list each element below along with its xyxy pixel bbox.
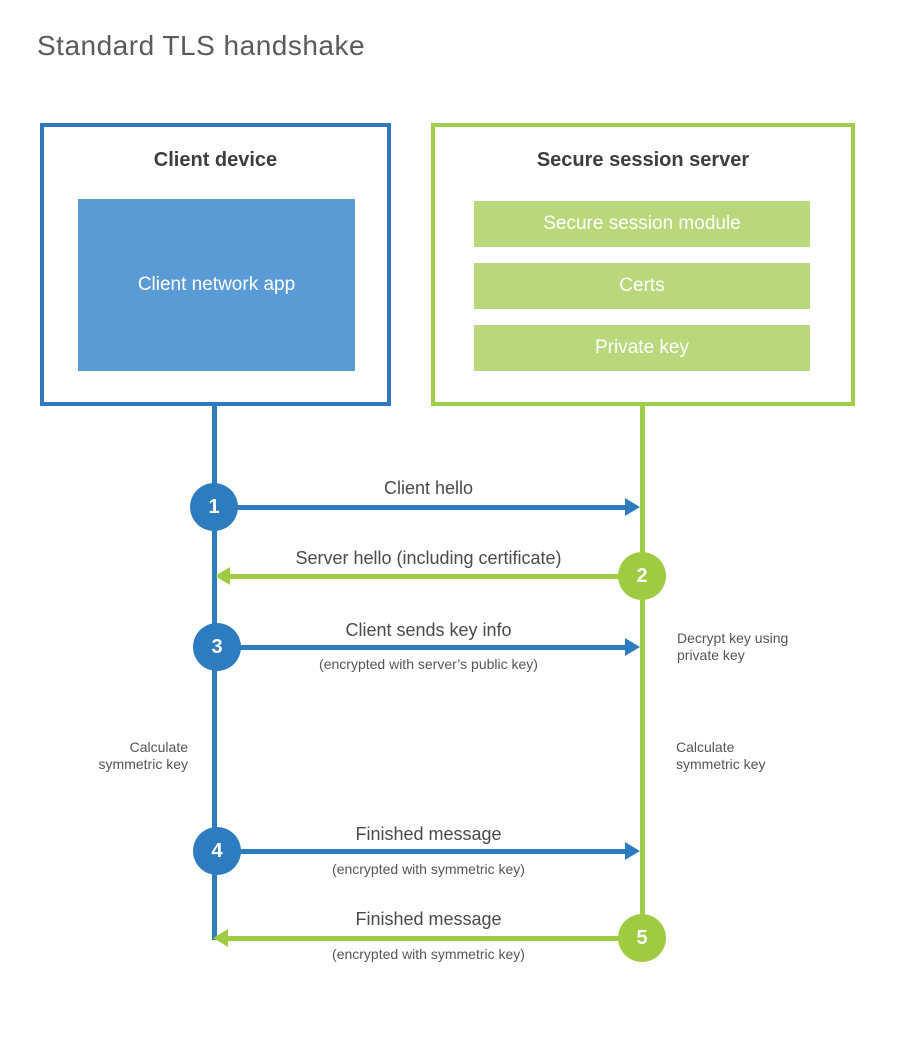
step-3-badge: 3 (193, 623, 241, 671)
secure-session-module-bar: Secure session module (474, 201, 810, 247)
calculate-symmetric-key-note-client: Calculate symmetric key (98, 739, 188, 772)
step-5-arrowhead-left-icon (213, 929, 228, 947)
step-4-label: Finished message (355, 824, 502, 844)
step-1-number: 1 (208, 495, 220, 518)
step-4-sublabel: (encrypted with symmetric key) (332, 861, 525, 877)
page-title: Standard TLS handshake (37, 30, 366, 61)
decrypt-key-note: Decrypt key using private key (677, 630, 789, 663)
client-network-app-label: Client network app (137, 273, 296, 295)
client-device-title: Client device (153, 149, 278, 171)
step-4-arrow-shaft (217, 849, 626, 854)
certs-bar: Certs (474, 263, 810, 309)
step-4-badge: 4 (193, 827, 241, 875)
step-1-badge: 1 (190, 483, 238, 531)
step-5-badge: 5 (618, 914, 666, 962)
private-key-bar: Private key (474, 325, 810, 371)
step-1-arrow-shaft (215, 505, 626, 510)
step-5-arrow-shaft (227, 936, 641, 941)
calculate-symmetric-key-note-server: Calculate symmetric key (676, 739, 766, 772)
step-2-label: Server hello (including certificate) (295, 548, 562, 568)
step-3-sublabel: (encrypted with server’s public key) (319, 656, 538, 672)
step-2-number: 2 (636, 564, 648, 587)
client-lifeline (212, 406, 217, 940)
step-1-label: Client hello (383, 478, 474, 498)
step-4-arrowhead-right-icon (625, 842, 640, 860)
step-2-badge: 2 (618, 552, 666, 600)
secure-session-server-title: Secure session server (536, 149, 750, 171)
step-5-label: Finished message (355, 909, 502, 929)
step-5-number: 5 (636, 926, 648, 949)
step-2-arrow-shaft (229, 574, 641, 579)
step-3-number: 3 (211, 635, 223, 658)
server-lifeline (640, 406, 645, 938)
client-network-app-box: Client network app (78, 199, 355, 371)
step-3-label: Client sends key info (345, 620, 512, 640)
step-1-arrowhead-right-icon (625, 498, 640, 516)
step-2-arrowhead-left-icon (215, 567, 230, 585)
step-5-sublabel: (encrypted with symmetric key) (332, 946, 525, 962)
step-3-arrowhead-right-icon (625, 638, 640, 656)
step-4-number: 4 (211, 839, 223, 862)
step-3-arrow-shaft (217, 645, 626, 650)
